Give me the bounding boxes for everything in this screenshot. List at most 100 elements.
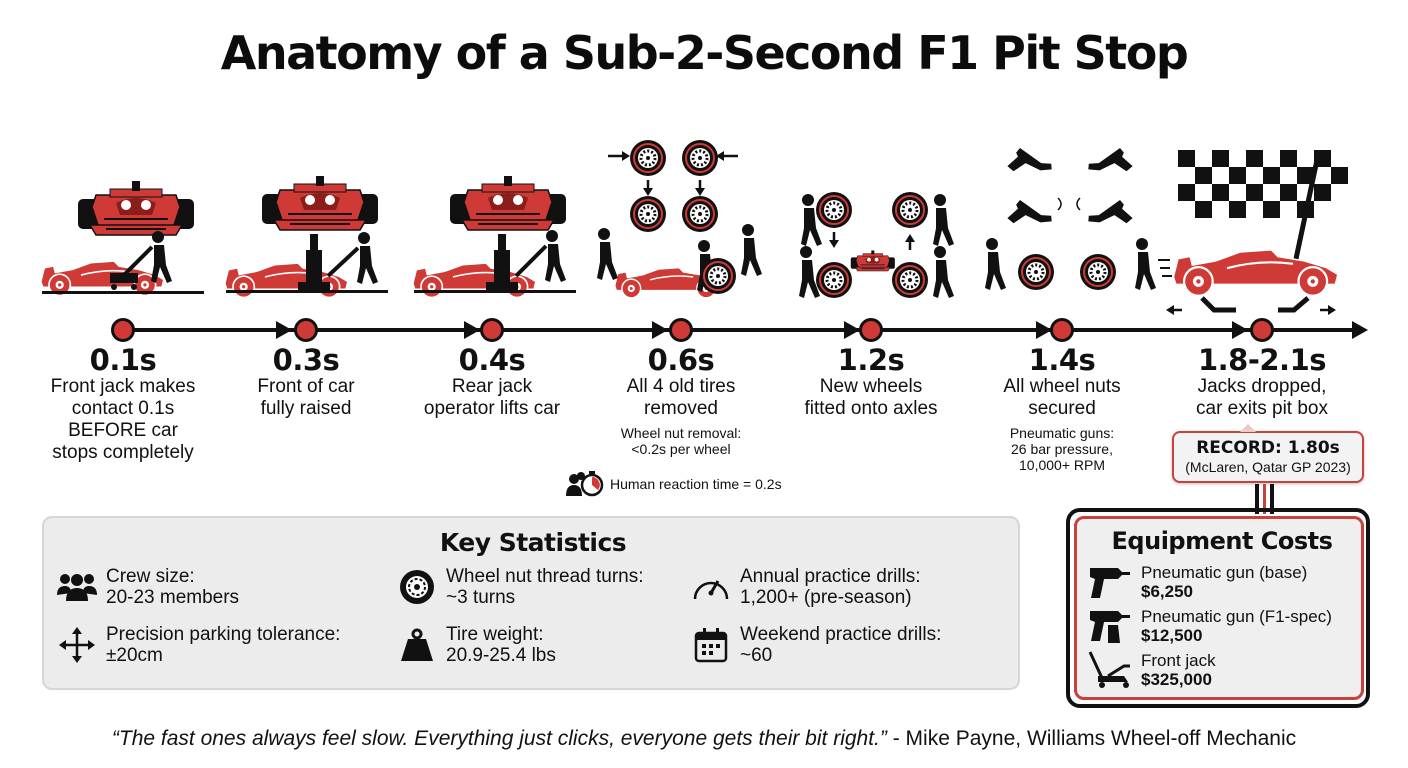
illustration-rear-jack-lift [412,172,582,300]
timeline-arrow [276,321,292,339]
timeline-step: 0.4s Rear jack operator lifts car [387,344,597,420]
timeline-marker [111,318,135,342]
checkered-flag-icon [1178,150,1348,260]
equipment-name: Pneumatic gun (F1-spec) [1141,607,1332,626]
equipment-costs-title: Equipment Costs [1111,527,1333,555]
record-subtitle: (McLaren, Qatar GP 2023) [1185,459,1351,475]
reaction-timer-icon [566,471,604,497]
move-arrows-icon [56,624,98,666]
stat-label: Annual practice drills: [740,566,921,587]
timeline-marker [294,318,318,342]
illustration-car-exits [1158,140,1358,320]
record-callout: RECORD: 1.80s (McLaren, Qatar GP 2023) [1172,424,1364,483]
pneumatic-gun-icon [1087,561,1133,603]
reaction-time-text: Human reaction time = 0.2s [610,476,782,492]
step-time: 0.1s [89,343,157,377]
timeline-step: 1.2s New wheels fitted onto axles [766,344,976,420]
key-statistics-panel: Key Statistics Crew size:20-23 members P… [42,516,1020,690]
timeline-arrow [652,321,668,339]
connector-line [1270,484,1274,514]
stat-weekend-drills: Weekend practice drills:~60 [690,624,941,666]
timeline-marker [669,318,693,342]
step-description: New wheels fitted onto axles [804,376,938,419]
connector-line [1255,484,1259,514]
timeline-step: 0.3s Front of car fully raised [201,344,411,420]
timeline-arrow-end [1352,321,1368,339]
equipment-name: Front jack [1141,651,1216,670]
step-time: 0.6s [647,343,715,377]
illustration-nuts-secured [980,138,1160,303]
timeline-marker [1050,318,1074,342]
stat-parking-tolerance: Precision parking tolerance:±20cm [56,624,340,666]
stat-wheel-nut-turns: Wheel nut thread turns:~3 turns [396,566,644,608]
gauge-icon [690,566,732,608]
stat-crew-size: Crew size:20-23 members [56,566,239,608]
step-time: 0.4s [458,343,526,377]
timeline-arrow [1232,321,1248,339]
timeline-step: 0.6s All 4 old tires removed Wheel nut r… [576,344,786,457]
step-time: 1.2s [837,343,905,377]
equipment-price: $325,000 [1141,670,1212,689]
stat-value: ±20cm [106,645,163,666]
stat-tire-weight: Tire weight:20.9-25.4 lbs [396,624,556,666]
crew-icon [56,566,98,608]
timeline-marker [1250,318,1274,342]
quote-attribution: - Mike Payne, Williams Wheel-off Mechani… [886,727,1297,750]
equipment-price: $6,250 [1141,582,1193,601]
timeline-arrow [1036,321,1052,339]
timeline-step: 1.8-2.1s Jacks dropped, car exits pit bo… [1157,344,1367,420]
stat-label: Wheel nut thread turns: [446,566,644,587]
timeline-marker [859,318,883,342]
timeline-step: 1.4s All wheel nuts secured Pneumatic gu… [957,344,1167,473]
stat-label: Crew size: [106,566,195,587]
stat-value: 1,200+ (pre-season) [740,587,912,608]
step-description: Rear jack operator lifts car [423,376,561,419]
step-description: Jacks dropped, car exits pit box [1196,376,1328,419]
equipment-price: $12,500 [1141,626,1203,645]
quote: “The fast ones always feel slow. Everyth… [0,727,1408,751]
stat-value: ~3 turns [446,587,516,608]
equipment-item: Pneumatic gun (F1-spec)$12,500 [1087,605,1332,647]
jack-icon [1087,649,1133,691]
stat-value: ~60 [740,645,773,666]
reaction-time-note: Human reaction time = 0.2s [566,470,782,498]
step-description: All 4 old tires removed [626,376,736,419]
pneumatic-gun-f1-icon [1087,605,1133,647]
timeline-step: 0.1s Front jack makes contact 0.1s BEFOR… [18,344,228,464]
calendar-icon [690,624,732,666]
step-time: 1.8-2.1s [1197,343,1327,377]
stat-value: 20.9-25.4 lbs [446,645,556,666]
equipment-costs-panel: Equipment Costs Pneumatic gun (base)$6,2… [1074,516,1364,700]
step-note: Wheel nut removal: <0.2s per wheel [620,425,742,457]
wheel-icon [396,566,438,608]
key-statistics-title: Key Statistics [439,528,627,557]
step-description: Front of car fully raised [257,376,355,419]
illustration-wheels-fitted [782,190,962,302]
timeline-arrow [844,321,860,339]
timeline-axis [122,328,1362,332]
timeline-arrow [464,321,480,339]
step-description: Front jack makes contact 0.1s BEFORE car… [50,376,196,463]
connector-line [1263,484,1266,514]
illustration-front-jack-contact [40,175,210,300]
stat-annual-drills: Annual practice drills:1,200+ (pre-seaso… [690,566,921,608]
quote-text: “The fast ones always feel slow. Everyth… [111,727,887,750]
stat-label: Tire weight: [446,624,544,645]
step-time: 1.4s [1028,343,1096,377]
step-time: 0.3s [272,343,340,377]
weight-icon [396,624,438,666]
equipment-item: Pneumatic gun (base)$6,250 [1087,561,1307,603]
step-note: Pneumatic guns: 26 bar pressure, 10,000+… [1009,425,1115,473]
illustration-tires-removed [592,138,772,300]
stat-label: Weekend practice drills: [740,624,942,645]
page-title: Anatomy of a Sub-2-Second F1 Pit Stop [220,26,1189,80]
illustration-front-raised [224,172,394,300]
timeline-marker [480,318,504,342]
equipment-costs-frame [1066,508,1370,708]
stat-label: Precision parking tolerance: [106,624,341,645]
record-title: RECORD: 1.80s [1196,438,1340,458]
stat-value: 20-23 members [106,587,240,608]
step-description: All wheel nuts secured [1003,376,1121,419]
equipment-name: Pneumatic gun (base) [1141,563,1308,582]
equipment-item: Front jack$325,000 [1087,649,1216,691]
